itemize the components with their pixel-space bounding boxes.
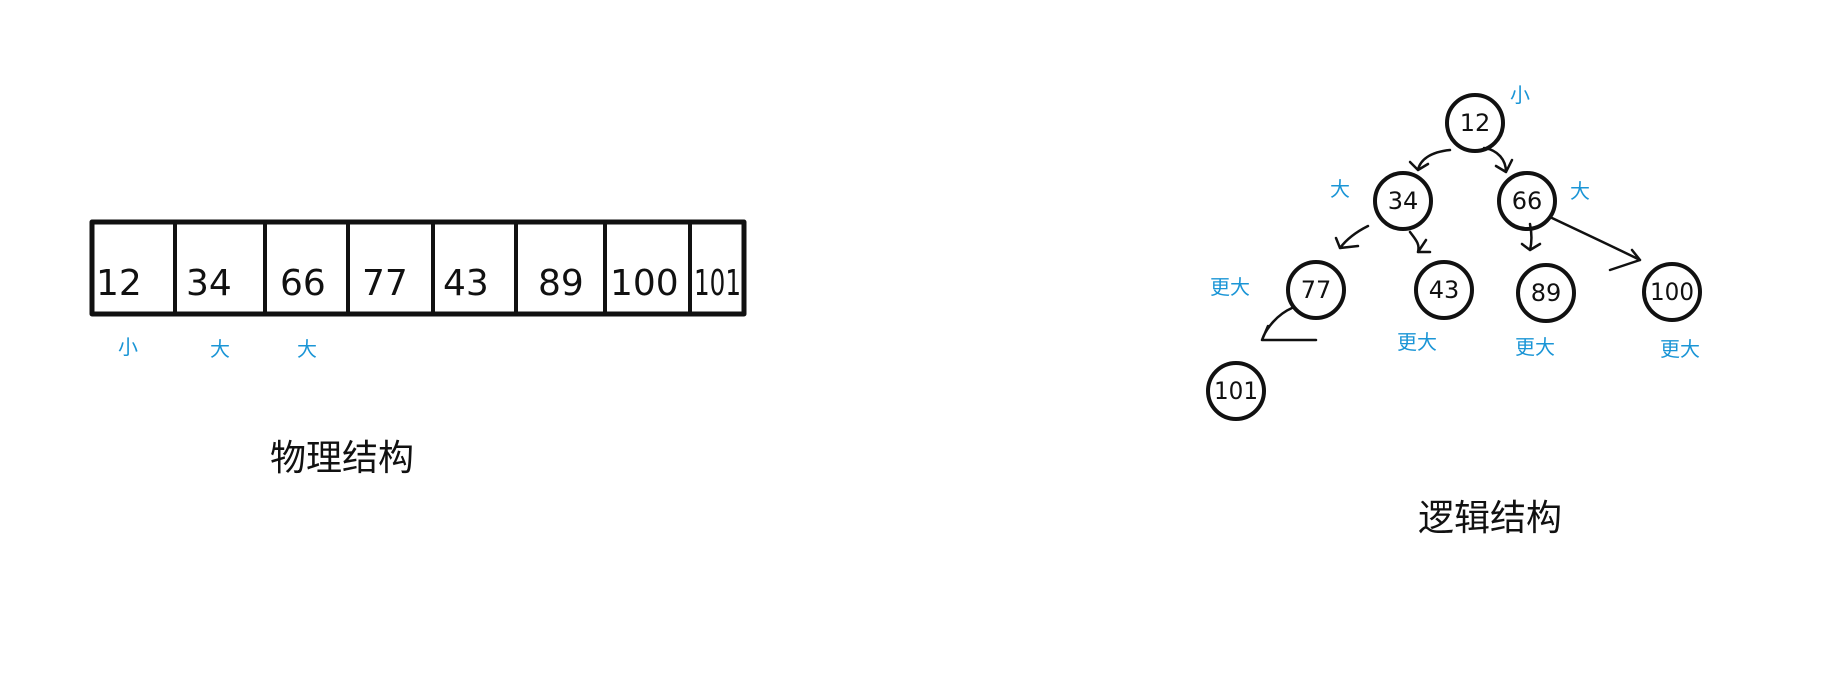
arrow-66-to-89	[1520, 222, 1542, 252]
tree-node	[1497, 171, 1557, 231]
physical-structure: 12 34 66 77 43 89 100 101 小 大 大 物理结构	[89, 219, 747, 479]
tree-node-value: 77	[1301, 276, 1332, 304]
tree-node	[1414, 260, 1474, 320]
array-cell-value: 34	[186, 263, 232, 304]
array-cell-mark: 大	[210, 337, 230, 361]
tree-node-mark: 小	[1510, 83, 1530, 107]
tree-node	[1516, 263, 1576, 323]
tree-node	[1445, 93, 1505, 153]
tree-node-mark: 大	[1330, 177, 1350, 201]
arrow-34-to-77	[1334, 224, 1370, 250]
tree-node	[1642, 262, 1702, 322]
tree-node-value: 89	[1531, 279, 1562, 307]
array-cell-value: 77	[362, 263, 408, 304]
tree-node-value: 101	[1214, 377, 1258, 405]
arrow-66-to-100	[1550, 216, 1642, 272]
tree-node-value: 34	[1388, 187, 1419, 215]
array-cell-value: 100	[610, 263, 679, 304]
array-cell-value: 89	[538, 263, 584, 304]
tree-node	[1206, 361, 1266, 421]
arrow-34-to-43	[1408, 230, 1432, 254]
arrow-12-to-34	[1408, 148, 1452, 172]
tree-node-mark: 更大	[1210, 275, 1250, 299]
array-cell-value: 12	[96, 263, 142, 304]
array-outline	[89, 219, 747, 317]
tree-node	[1286, 260, 1346, 320]
arrow-12-to-66	[1482, 146, 1514, 174]
physical-structure-title: 物理结构	[270, 438, 414, 479]
tree-node-value: 43	[1429, 276, 1460, 304]
tree-node-mark: 更大	[1515, 335, 1555, 359]
tree-node-value: 100	[1650, 278, 1694, 306]
array-cell-value: 43	[443, 263, 489, 304]
logical-structure-title: 逻辑结构	[1418, 498, 1562, 539]
array-cell-value: 66	[280, 263, 326, 304]
logical-structure: 12 34 66 77 43 89 100 101 小 大 大 更大 更大 更大…	[1206, 83, 1702, 539]
array-cell-value: 101	[694, 263, 741, 304]
array-cell-mark: 小	[118, 335, 138, 359]
tree-node-value: 12	[1460, 109, 1491, 137]
tree-node-mark: 更大	[1397, 330, 1437, 354]
tree-node	[1373, 171, 1433, 231]
tree-node-mark: 大	[1570, 179, 1590, 203]
array-cell-mark: 大	[297, 337, 317, 361]
tree-node-value: 66	[1512, 187, 1543, 215]
tree-node-mark: 更大	[1660, 337, 1700, 361]
arrow-77-to-101	[1260, 306, 1318, 342]
